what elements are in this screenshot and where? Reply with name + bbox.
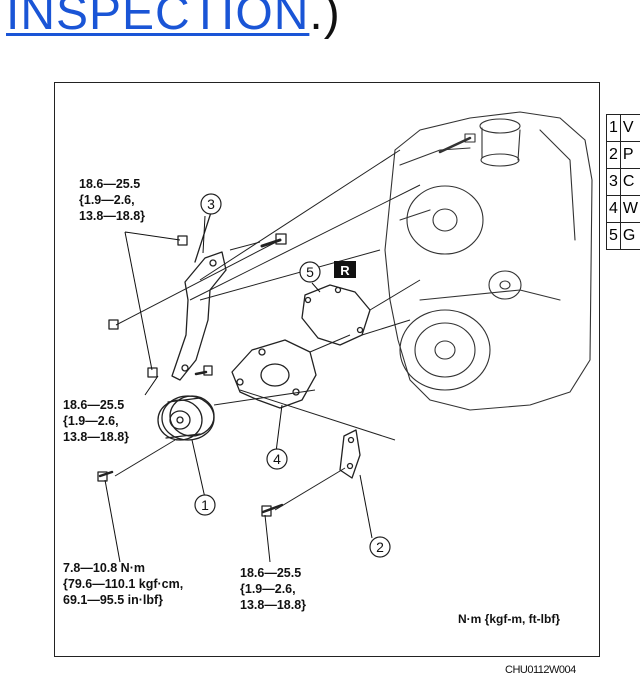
torque-line: 13.8—18.8}: [63, 430, 130, 444]
torque-line: 18.6—25.5: [63, 398, 125, 412]
legend-num: 1: [606, 114, 621, 142]
torque-callout-bracket-mid: 18.6—25.5 {1.9—2.6, 13.8—18.8}: [63, 397, 129, 445]
water-pump-part: [231, 339, 317, 409]
replace-marker: R: [340, 263, 350, 278]
legend-num: 2: [606, 141, 621, 169]
legend-text: C: [619, 168, 640, 196]
torque-line: 18.6—25.5: [240, 566, 302, 580]
torque-line: {79.6—110.1 kgf·cm,: [63, 577, 184, 591]
part-2-marker: [369, 536, 391, 558]
legend-text: W: [619, 195, 640, 223]
part-5-marker: [299, 261, 321, 283]
torque-callout-bracket-top: 18.6—25.5 {1.9—2.6, 13.8—18.8}: [79, 176, 145, 224]
torque-callout-bottom: 18.6—25.5 {1.9—2.6, 13.8—18.8}: [240, 565, 306, 613]
part-5-number: 5: [306, 264, 314, 280]
heading-tail: .): [309, 0, 341, 40]
torque-line: 7.8—10.8 N·m: [63, 561, 145, 575]
units-note: N·m {kgf-m, ft-lbf}: [458, 612, 560, 626]
part-4-number: 4: [273, 451, 281, 467]
legend-text: P: [619, 141, 640, 169]
plate-part: [339, 429, 361, 479]
section-heading: INSPECTION.): [6, 0, 341, 41]
fasteners: [97, 233, 287, 517]
figure-id: CHU0112W004: [505, 664, 576, 676]
legend-num: 4: [606, 195, 621, 223]
part-1-marker: [194, 494, 216, 516]
engine-block: [384, 111, 593, 411]
pulley-part: [157, 395, 215, 441]
part-3-number: 3: [207, 196, 215, 212]
gasket-part: [301, 284, 371, 346]
legend-text: V: [619, 114, 640, 142]
legend-text: G: [619, 222, 640, 250]
torque-line: 13.8—18.8}: [79, 209, 146, 223]
part-3-marker: [200, 193, 222, 215]
torque-line: {1.9—2.6,: [63, 414, 119, 428]
replace-marker-box: [334, 261, 356, 278]
torque-line: 69.1—95.5 in·lbf}: [63, 593, 164, 607]
part-4-marker: [266, 448, 288, 470]
legend-num: 3: [606, 168, 621, 196]
torque-callout-pulley: 7.8—10.8 N·m {79.6—110.1 kgf·cm, 69.1—95…: [63, 560, 183, 608]
diagram-frame: [54, 82, 600, 657]
torque-line: {1.9—2.6,: [79, 193, 135, 207]
bracket-part: [171, 199, 227, 381]
torque-line: {1.9—2.6,: [240, 582, 296, 596]
torque-line: 18.6—25.5: [79, 177, 141, 191]
part-1-number: 1: [201, 497, 209, 513]
legend-num: 5: [606, 222, 621, 250]
torque-line: 13.8—18.8}: [240, 598, 307, 612]
inspection-link[interactable]: INSPECTION: [6, 0, 310, 40]
part-2-number: 2: [376, 539, 384, 555]
